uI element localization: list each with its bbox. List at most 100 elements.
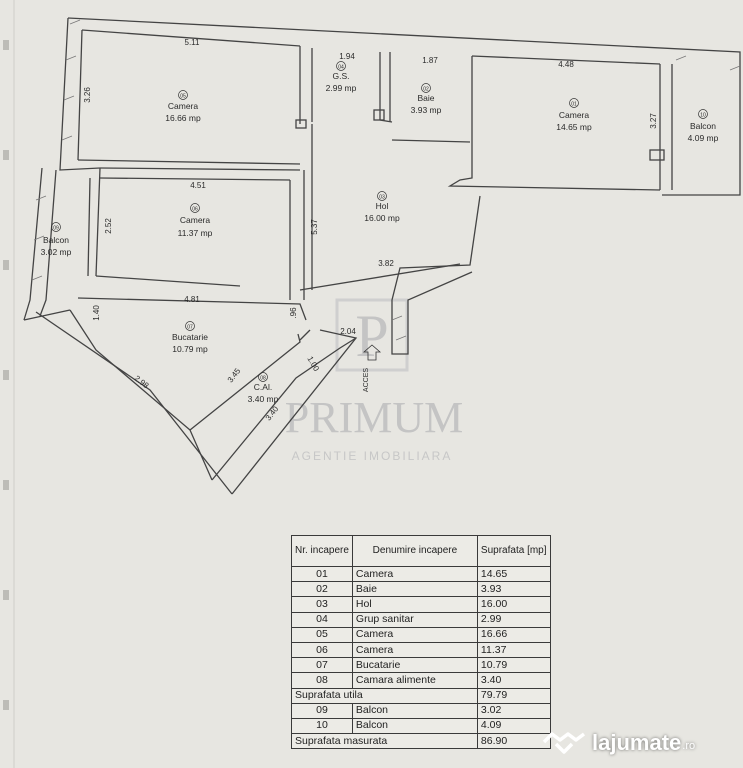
svg-text:Camera: Camera bbox=[168, 101, 199, 111]
dim-label: 2.04 bbox=[340, 327, 356, 336]
cell-nr: 05 bbox=[291, 626, 353, 643]
cell-name: Camera bbox=[351, 565, 478, 583]
dim-label: 1.40 bbox=[92, 305, 101, 321]
svg-text:4.09 mp: 4.09 mp bbox=[688, 133, 719, 143]
cell-nr: 01 bbox=[291, 565, 353, 583]
svg-text:14.65 mp: 14.65 mp bbox=[556, 122, 592, 132]
svg-text:Camera: Camera bbox=[559, 110, 590, 120]
cell-nr: 02 bbox=[291, 581, 353, 598]
walls bbox=[23, 17, 741, 495]
svg-text:2.99 mp: 2.99 mp bbox=[326, 83, 357, 93]
cell-area: 3.93 bbox=[476, 581, 551, 598]
cell-name: Baie bbox=[351, 581, 478, 598]
svg-text:C.Al.: C.Al. bbox=[254, 382, 272, 392]
agency-watermark: P PRIMUM AGENTIE IMOBILIARA bbox=[285, 298, 463, 463]
svg-text:11.37 mp: 11.37 mp bbox=[178, 228, 213, 238]
cell-name: Bucatarie bbox=[351, 657, 478, 674]
svg-text:07: 07 bbox=[187, 325, 193, 331]
cell-nr: 06 bbox=[291, 641, 353, 659]
brand-logo: lajumate.ro bbox=[542, 728, 695, 758]
wall-hatch bbox=[31, 19, 741, 341]
cell-area: 14.65 bbox=[476, 565, 551, 583]
cell-nr: 08 bbox=[291, 672, 353, 689]
room-08-label: 08 C.Al. 3.40 mp bbox=[248, 372, 279, 404]
svg-text:Balcon: Balcon bbox=[43, 235, 69, 245]
dim-label: 2.52 bbox=[104, 218, 113, 234]
cell-name: Camera bbox=[351, 626, 478, 643]
svg-text:Balcon: Balcon bbox=[690, 121, 716, 131]
cell-name: Balcon bbox=[351, 702, 478, 719]
room-03-label: 03 Hol 16.00 mp bbox=[364, 191, 400, 223]
dim-label: 3.45 bbox=[226, 366, 243, 384]
cell-nr: 09 bbox=[291, 702, 353, 719]
svg-text:Camera: Camera bbox=[180, 215, 211, 225]
room-07-label: 07 Bucatarie 10.79 mp bbox=[172, 321, 208, 354]
cell-area: 3.40 bbox=[476, 672, 551, 689]
dim-label: 4.48 bbox=[558, 60, 574, 69]
dim-label: 4.51 bbox=[190, 181, 206, 190]
cell-nr: 07 bbox=[291, 657, 353, 674]
cell-area: 10.79 bbox=[476, 657, 551, 674]
svg-text:04: 04 bbox=[338, 65, 344, 71]
brand-name: lajumate bbox=[592, 730, 682, 755]
cell-nr: 04 bbox=[291, 611, 353, 628]
dim-label: 1.94 bbox=[339, 52, 355, 61]
svg-text:02: 02 bbox=[423, 87, 429, 93]
cell-area: 3.02 bbox=[476, 702, 551, 719]
cell-area: 4.09 bbox=[476, 717, 551, 735]
room-labels: 05 Camera 16.66 mp 04 G.S. 2.99 mp 02 Ba… bbox=[41, 61, 719, 404]
access-marker: ACCES bbox=[362, 344, 382, 392]
binder-holes bbox=[3, 40, 9, 710]
svg-text:3.93 mp: 3.93 mp bbox=[411, 105, 442, 115]
svg-text:Bucatarie: Bucatarie bbox=[172, 332, 208, 342]
svg-text:16.66 mp: 16.66 mp bbox=[165, 113, 201, 123]
room-05-label: 05 Camera 16.66 mp bbox=[165, 90, 201, 123]
measured-area-label: Suprafata masurata bbox=[291, 733, 478, 750]
measured-area-value: 86.90 bbox=[476, 733, 551, 750]
dim-label: 1.87 bbox=[422, 56, 438, 65]
svg-text:Hol: Hol bbox=[376, 201, 389, 211]
watermark-logo-letter: P bbox=[355, 303, 388, 369]
svg-text:09: 09 bbox=[53, 226, 59, 232]
svg-text:G.S.: G.S. bbox=[332, 71, 349, 81]
useful-area-label: Suprafata utila bbox=[291, 687, 478, 704]
table-header-row: Nr. incapere Denumire incapere Suprafata… bbox=[291, 535, 551, 567]
svg-text:16.00 mp: 16.00 mp bbox=[364, 213, 400, 223]
handshake-icon bbox=[542, 732, 586, 754]
dim-label: 3.27 bbox=[649, 113, 658, 129]
cell-name: Camara alimente bbox=[351, 672, 478, 689]
cell-area: 11.37 bbox=[476, 641, 551, 659]
svg-text:03: 03 bbox=[379, 195, 385, 201]
room-09-label: 09 Balcon 3.02 mp bbox=[41, 222, 72, 257]
area-summary-table: Nr. incapere Denumire incapere Suprafata… bbox=[291, 535, 551, 750]
useful-area-value: 79.79 bbox=[476, 687, 551, 704]
cell-name: Camera bbox=[351, 641, 478, 659]
dim-label: 3.26 bbox=[83, 87, 92, 103]
svg-text:05: 05 bbox=[180, 94, 186, 100]
svg-text:01: 01 bbox=[571, 102, 577, 108]
svg-text:Baie: Baie bbox=[417, 93, 434, 103]
room-02-label: 02 Baie 3.93 mp bbox=[411, 83, 442, 115]
header-area: Suprafata [mp] bbox=[476, 535, 551, 567]
dim-label: .96 bbox=[289, 307, 298, 319]
brand-suffix: .ro bbox=[682, 740, 696, 752]
svg-text:06: 06 bbox=[192, 207, 198, 213]
svg-text:3.40 mp: 3.40 mp bbox=[248, 394, 279, 404]
access-label: ACCES bbox=[363, 368, 370, 392]
svg-text:3.02 mp: 3.02 mp bbox=[41, 247, 72, 257]
room-10-label: 10 Balcon 4.09 mp bbox=[688, 109, 719, 143]
cell-nr: 10 bbox=[291, 717, 353, 735]
dim-label: 4.81 bbox=[184, 295, 200, 304]
dim-label: 5.11 bbox=[185, 38, 201, 47]
cell-area: 16.00 bbox=[476, 596, 551, 613]
